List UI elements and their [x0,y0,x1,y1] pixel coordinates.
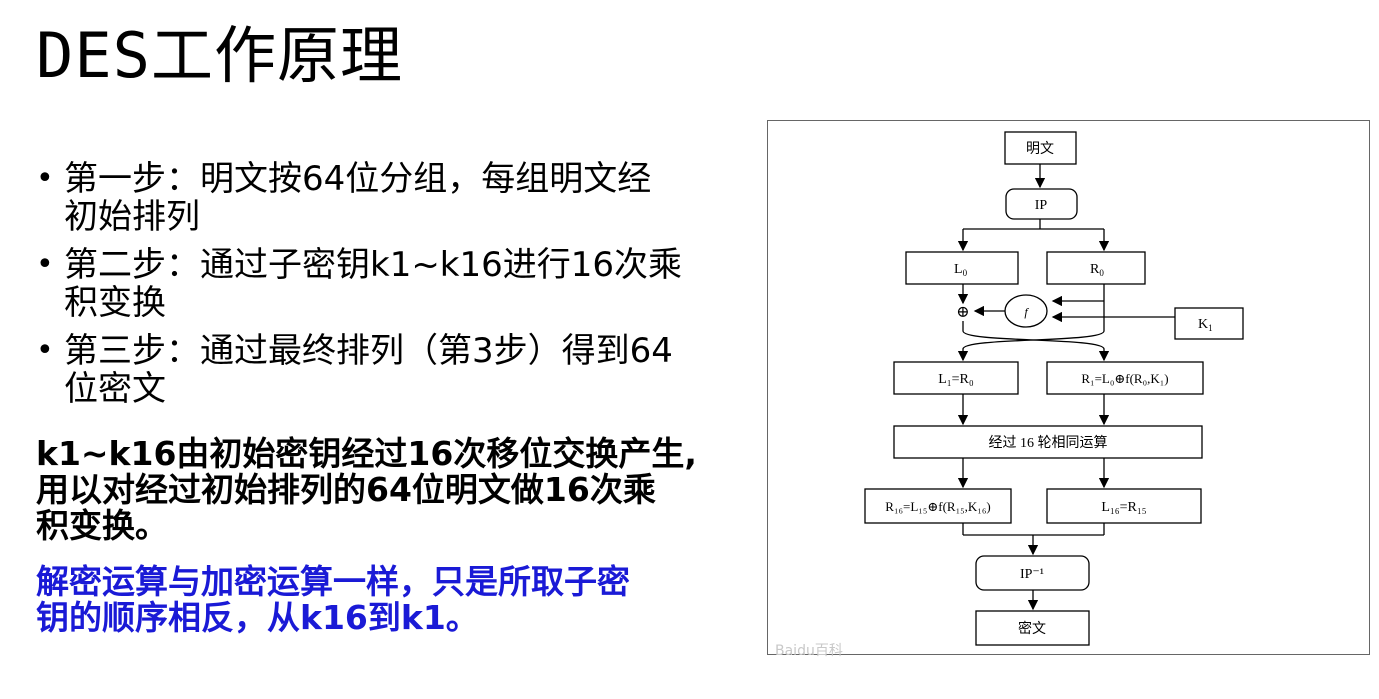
des-flowchart: 明文 IP L0 R0 ⊕ f K1 L₁=R₀ R₁=L₀⊕f(R₀,K₁) … [767,120,1370,655]
rounds-label: 经过 16 轮相同运算 [989,435,1108,451]
k1-label: K1 [1198,317,1213,333]
slide-title: DES工作原理 [36,19,403,92]
r0-label: R0 [1090,262,1104,278]
bullet-dot-icon: • [36,161,54,196]
rounds-box [893,425,1203,459]
ip-label: IP [1035,198,1048,213]
l1-box [893,361,1019,395]
r16-label: R₁₆=L₁₅⊕f(R₁₅,K₁₆) [885,499,990,514]
f-label: f [1024,305,1029,319]
subkey-line2: 用以对经过初始排列的64位明文做16次乘 [36,470,656,509]
watermark: Baidu百科 [775,643,843,659]
r1-label: R₁=L₀⊕f(R₀,K₁) [1081,371,1168,386]
l1-label: L₁=R₀ [938,372,974,387]
subkey-line3: 积变换。 [36,506,168,545]
subkey-line1: k1~k16由初始密钥经过16次移位交换产生, [36,434,697,473]
bullet-step-3-line2: 位密文 [64,369,166,409]
ciphertext-box [975,610,1090,646]
des-flowchart-svg: 明文 IP L0 R0 ⊕ f K1 L₁=R₀ R₁=L₀⊕f(R₀,K₁) … [864,131,1244,646]
bullet-step-3: • 第三步：通过最终排列（第3步）得到64 位密文 [36,332,756,408]
decryption-line1: 解密运算与加密运算一样，只是所取子密 [36,562,630,601]
bullet-step-1-line1: 第一步：明文按64位分组，每组明文经 [64,159,652,199]
bullet-dot-icon: • [36,333,54,368]
bullet-step-2: • 第二步：通过子密钥k1~k16进行16次乘 积变换 [36,246,756,322]
bullet-step-3-line1: 第三步：通过最终排列（第3步）得到64 [64,331,673,371]
l0-label: L0 [954,262,968,278]
bullet-dot-icon: • [36,247,54,282]
bullet-list: • 第一步：明文按64位分组，每组明文经 初始排列 • 第二步：通过子密钥k1~… [36,160,756,418]
decryption-paragraph: 解密运算与加密运算一样，只是所取子密 钥的顺序相反，从k16到k1。 [36,564,766,636]
bullet-step-1: • 第一步：明文按64位分组，每组明文经 初始排列 [36,160,756,236]
r0-box [1046,251,1146,285]
ciphertext-label: 密文 [1018,620,1046,637]
r16-box [864,488,1012,524]
l0-box [905,251,1019,285]
xor-icon: ⊕ [956,304,969,321]
ip-inverse-label: IP⁻¹ [1020,567,1044,582]
r1-box [1046,361,1204,395]
bullet-step-1-line2: 初始排列 [64,197,200,237]
bullet-step-2-line2: 积变换 [64,283,166,323]
decryption-line2: 钥的顺序相反，从k16到k1。 [36,598,479,637]
subkey-paragraph: k1~k16由初始密钥经过16次移位交换产生, 用以对经过初始排列的64位明文做… [36,436,766,544]
l16-label: L₁₆=R₁₅ [1101,500,1146,515]
ip-box [1005,188,1078,220]
k1-box [1174,307,1244,340]
l16-box [1046,488,1202,524]
bullet-step-2-line1: 第二步：通过子密钥k1~k16进行16次乘 [64,245,683,285]
plaintext-label: 明文 [1026,141,1054,157]
